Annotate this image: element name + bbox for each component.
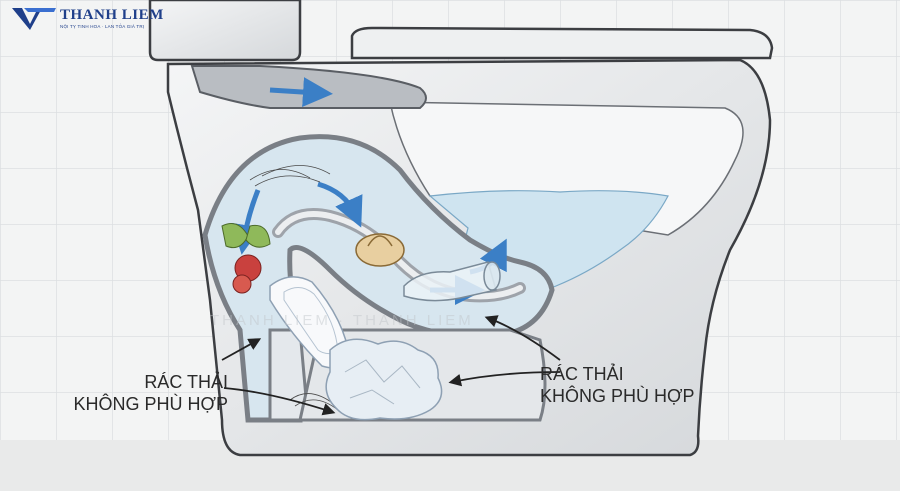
pointer-arrow-left-lower xyxy=(223,387,336,416)
label-right: RÁC THẢI KHÔNG PHÙ HỢP xyxy=(540,363,710,407)
pointer-arrow-right-upper xyxy=(484,315,561,361)
logo-brand: THANH LIEM xyxy=(60,7,164,23)
label-right-line2: KHÔNG PHÙ HỢP xyxy=(540,386,695,406)
pointer-arrow-left-upper xyxy=(221,338,262,361)
seat-lid xyxy=(350,26,774,60)
pointer-arrow-right-lower xyxy=(448,371,561,387)
label-left-line1: RÁC THẢI xyxy=(144,372,228,392)
label-left: RÁC THẢI KHÔNG PHÙ HỢP xyxy=(68,371,228,415)
tank xyxy=(148,0,302,62)
flow-arrow-icon xyxy=(317,181,363,228)
logo-mark-icon xyxy=(12,8,56,30)
condom-icon xyxy=(355,233,405,267)
logo: THANH LIEM NỘI TỴ TINH HOA · LAN TỎA GIÁ… xyxy=(12,8,164,30)
plastic-bottle-icon xyxy=(403,261,501,302)
label-left-line2: KHÔNG PHÙ HỢP xyxy=(73,394,228,414)
tissue-folds xyxy=(344,359,421,405)
watermark: THANH LIEM · THANH LIEM xyxy=(210,312,474,329)
flow-arrow-icon xyxy=(269,77,333,108)
logo-tagline: NỘI TỴ TINH HOA · LAN TỎA GIÁ TRỊ xyxy=(60,24,145,29)
tissue-clump-icon xyxy=(325,338,443,421)
label-right-line1: RÁC THẢI xyxy=(540,364,624,384)
flower-icon xyxy=(221,223,271,294)
